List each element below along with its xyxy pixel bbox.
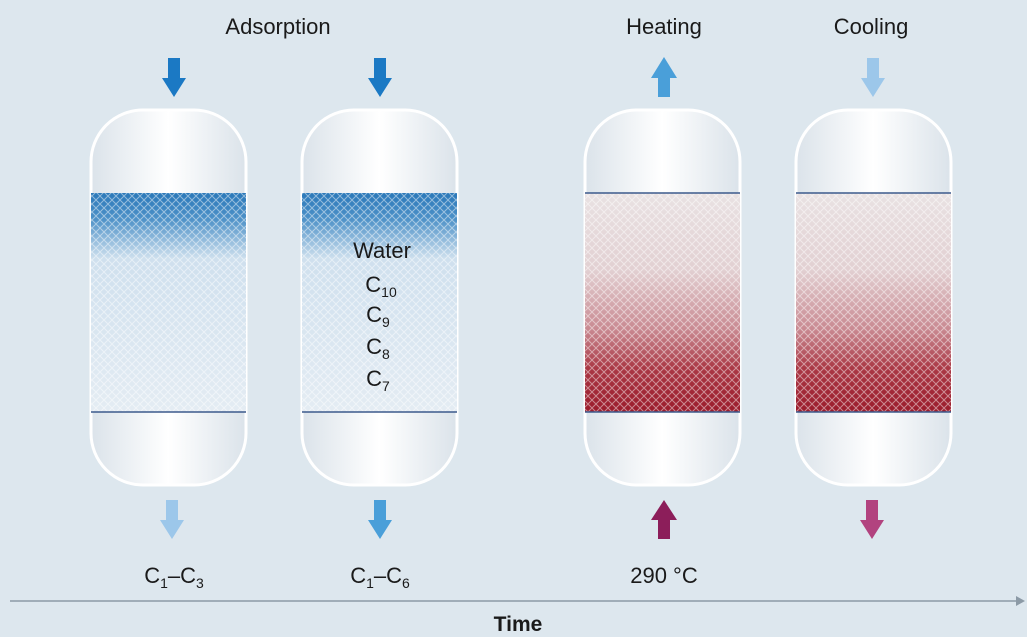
c9-label: C9 [366, 302, 390, 330]
inlet-cooling-arrow [861, 58, 885, 97]
vessel-4 [794, 108, 953, 487]
outlet-cooling-arrow [860, 500, 884, 539]
phase-heating-label: Heating [626, 14, 702, 39]
inlet-arrow-2 [368, 58, 392, 97]
outlet-arrow-1 [160, 500, 184, 539]
phase-adsorption-label: Adsorption [225, 14, 331, 39]
phase-cooling-label: Cooling [833, 14, 909, 39]
outlet-heating-arrow [651, 57, 677, 97]
inlet-arrow-1 [162, 58, 186, 97]
time-axis-arrowhead [1016, 596, 1025, 606]
c7-label: C7 [366, 366, 390, 394]
c8-label: C8 [366, 334, 390, 362]
inlet-hot-arrow [651, 500, 677, 539]
output-c1-c3-label: C1–C3 [144, 563, 204, 591]
c10-label: C10 [365, 272, 397, 300]
vessel-1 [89, 108, 248, 487]
time-label: Time [493, 613, 543, 636]
outlet-arrow-2 [368, 500, 392, 539]
vessel-3 [583, 108, 742, 487]
vessel-2 [300, 108, 459, 487]
output-c1-c6-label: C1–C6 [350, 563, 410, 591]
temperature-label: 290 °C [630, 563, 698, 588]
water-label: Water [353, 238, 411, 263]
